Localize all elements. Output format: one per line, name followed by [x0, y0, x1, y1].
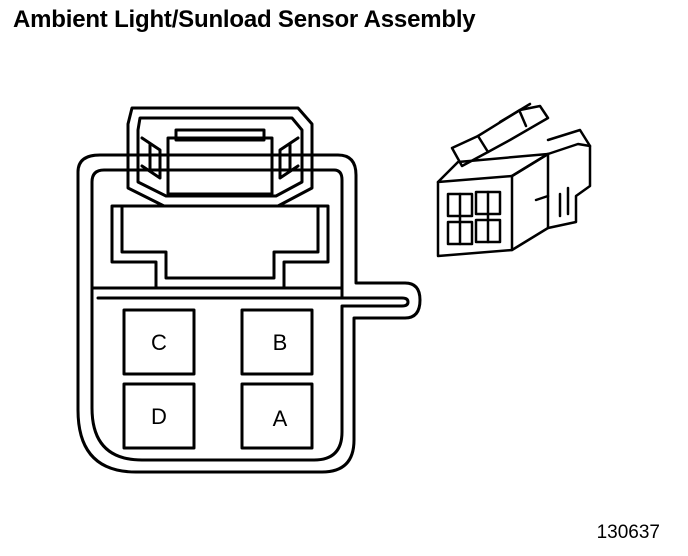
pin-label-b: B: [273, 330, 288, 355]
pin-cavity-b: [240, 308, 314, 376]
figure-id: 130637: [596, 522, 660, 543]
pin-label-d: D: [151, 404, 167, 429]
connector-isometric-view: [436, 102, 592, 258]
latch-housing: [110, 204, 330, 290]
pin-label-a: A: [273, 406, 288, 431]
connector-outer-body: [76, 153, 422, 474]
pin-label-c: C: [151, 330, 167, 355]
latch-tab: [126, 106, 314, 208]
connector-face-view: [76, 106, 422, 474]
diagram-title: Ambient Light/Sunload Sensor Assembly: [13, 6, 476, 33]
pin-cavity-d: [122, 382, 196, 450]
connector-inner-body: [90, 168, 410, 462]
pin-cavity-c: [122, 308, 196, 376]
pin-cavity-a: [240, 382, 314, 450]
